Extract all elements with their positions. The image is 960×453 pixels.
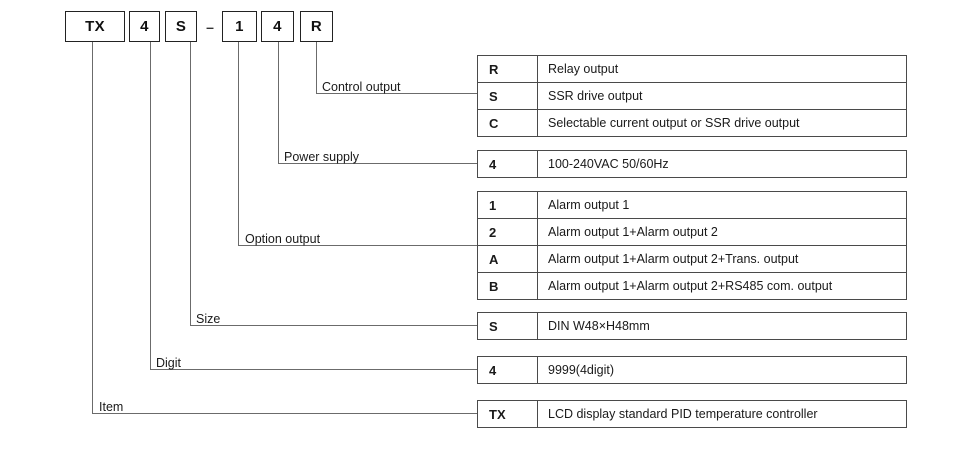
row-code: R xyxy=(477,55,538,83)
table-row: 2 Alarm output 1+Alarm output 2 xyxy=(477,218,907,246)
table-row: 4 100-240VAC 50/60Hz xyxy=(477,150,907,178)
row-code: 4 xyxy=(477,150,538,178)
leader-line-control-output-vertical xyxy=(316,42,317,93)
leader-line-option-output-horizontal xyxy=(238,245,477,246)
table-row: B Alarm output 1+Alarm output 2+RS485 co… xyxy=(477,272,907,300)
spec-table-control-output: R Relay output S SSR drive output C Sele… xyxy=(477,55,907,137)
code-box-control-output: R xyxy=(300,11,333,42)
row-description: 9999(4digit) xyxy=(537,356,907,384)
leader-line-digit-vertical xyxy=(150,42,151,369)
row-code: TX xyxy=(477,400,538,428)
leader-label-size: Size xyxy=(196,312,221,326)
spec-table-item: TX LCD display standard PID temperature … xyxy=(477,400,907,428)
leader-line-option-output-vertical xyxy=(238,42,239,245)
leader-line-size-vertical xyxy=(190,42,191,325)
leader-line-digit-horizontal xyxy=(150,369,477,370)
table-row: S DIN W48×H48mm xyxy=(477,312,907,340)
leader-label-option-output: Option output xyxy=(245,232,321,246)
spec-table-power-supply: 4 100-240VAC 50/60Hz xyxy=(477,150,907,178)
row-code: B xyxy=(477,272,538,300)
leader-line-control-output-horizontal xyxy=(316,93,477,94)
table-row: S SSR drive output xyxy=(477,82,907,110)
row-code: S xyxy=(477,82,538,110)
row-code: 2 xyxy=(477,218,538,246)
row-description: 100-240VAC 50/60Hz xyxy=(537,150,907,178)
row-description: Alarm output 1+Alarm output 2 xyxy=(537,218,907,246)
code-box-item: TX xyxy=(65,11,125,42)
row-description: Alarm output 1+Alarm output 2+RS485 com.… xyxy=(537,272,907,300)
spec-table-size: S DIN W48×H48mm xyxy=(477,312,907,340)
row-description: Selectable current output or SSR drive o… xyxy=(537,109,907,137)
code-box-size: S xyxy=(165,11,197,42)
leader-label-item: Item xyxy=(99,400,124,414)
leader-label-control-output: Control output xyxy=(322,80,401,94)
table-row: C Selectable current output or SSR drive… xyxy=(477,109,907,137)
row-description: Relay output xyxy=(537,55,907,83)
row-description: LCD display standard PID temperature con… xyxy=(537,400,907,428)
leader-line-item-vertical xyxy=(92,42,93,413)
row-description: DIN W48×H48mm xyxy=(537,312,907,340)
row-code: A xyxy=(477,245,538,273)
table-row: 1 Alarm output 1 xyxy=(477,191,907,219)
code-box-digit: 4 xyxy=(129,11,160,42)
row-code: S xyxy=(477,312,538,340)
leader-line-power-supply-vertical xyxy=(278,42,279,163)
code-box-option-output: 1 xyxy=(222,11,257,42)
leader-line-item-horizontal xyxy=(92,413,477,414)
row-description: Alarm output 1 xyxy=(537,191,907,219)
table-row: TX LCD display standard PID temperature … xyxy=(477,400,907,428)
leader-line-size-horizontal xyxy=(190,325,477,326)
row-description: SSR drive output xyxy=(537,82,907,110)
table-row: 4 9999(4digit) xyxy=(477,356,907,384)
leader-label-power-supply: Power supply xyxy=(284,150,360,164)
table-row: R Relay output xyxy=(477,55,907,83)
spec-table-digit: 4 9999(4digit) xyxy=(477,356,907,384)
code-box-power-supply: 4 xyxy=(261,11,294,42)
row-code: 4 xyxy=(477,356,538,384)
leader-label-digit: Digit xyxy=(156,356,182,370)
code-separator-dash: – xyxy=(206,18,214,35)
table-row: A Alarm output 1+Alarm output 2+Trans. o… xyxy=(477,245,907,273)
row-description: Alarm output 1+Alarm output 2+Trans. out… xyxy=(537,245,907,273)
row-code: C xyxy=(477,109,538,137)
spec-table-option-output: 1 Alarm output 1 2 Alarm output 1+Alarm … xyxy=(477,191,907,300)
leader-line-power-supply-horizontal xyxy=(278,163,477,164)
row-code: 1 xyxy=(477,191,538,219)
